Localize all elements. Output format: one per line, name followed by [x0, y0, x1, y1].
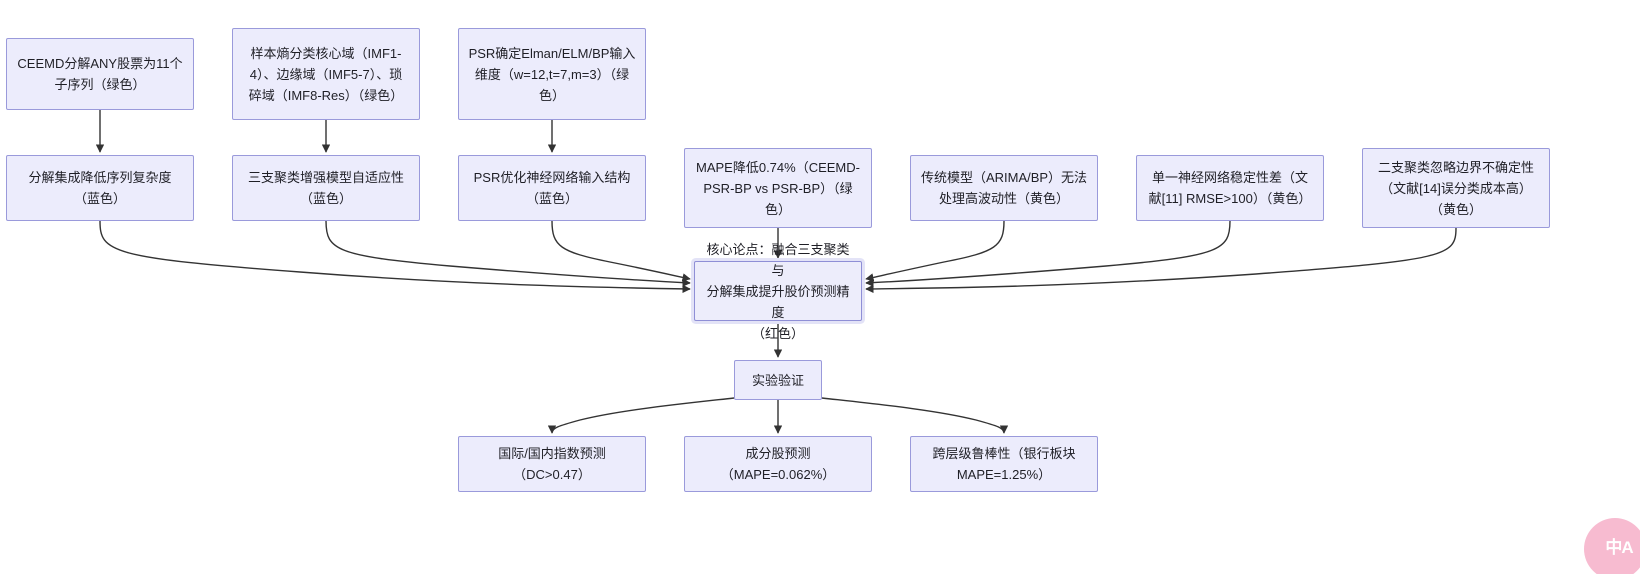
edge-n5-core [325, 220, 691, 287]
node-label: CEEMD分解ANY股票为11个 子序列（绿色） [17, 56, 183, 92]
node-two-way-clustering-limitation[interactable]: 二支聚类忽略边界不确定性 （文献[14]误分类成本高） （黄色） [1362, 148, 1550, 228]
node-label: 核心论点：融合三支聚类与 分解集成提升股价预测精度 （红色） [706, 241, 850, 341]
edge-exp-r3 [821, 397, 1009, 434]
node-label: 样本熵分类核心域（IMF1- 4）、边缘域（IMF5-7）、琐 碎域（IMF8-… [248, 45, 404, 103]
node-label: PSR优化神经网络输入结构 （蓝色） [473, 170, 631, 206]
edge-n6-core [551, 220, 691, 282]
edge-n10-core [865, 227, 1457, 294]
node-label: 二支聚类忽略边界不确定性 （文献[14]误分类成本高） （黄色） [1377, 159, 1534, 217]
node-decomposition-reduces-complexity[interactable]: 分解集成降低序列复杂度 （蓝色） [6, 155, 194, 221]
node-ceemd-decomposition[interactable]: CEEMD分解ANY股票为11个 子序列（绿色） [6, 38, 194, 110]
node-result-index-forecast[interactable]: 国际/国内指数预测 （DC>0.47） [458, 436, 646, 492]
node-single-network-instability[interactable]: 单一神经网络稳定性差（文 献[11] RMSE>100）（黄色） [1136, 155, 1324, 221]
node-core-thesis[interactable]: 核心论点：融合三支聚类与 分解集成提升股价预测精度 （红色） [694, 242, 862, 341]
edge-exp-r1 [547, 397, 735, 434]
node-label: 传统模型（ARIMA/BP）无法 处理高波动性（黄色） [920, 170, 1088, 206]
node-experiment-validation[interactable]: 实验验证 [734, 360, 822, 400]
node-label: MAPE降低0.74%（CEEMD- PSR-BP vs PSR-BP）（绿 色… [696, 159, 860, 217]
edge-n4-core [99, 220, 691, 294]
node-mape-reduction[interactable]: MAPE降低0.74%（CEEMD- PSR-BP vs PSR-BP）（绿 色… [684, 148, 872, 228]
node-label: 跨层级鲁棒性（银行板块 MAPE=1.25%） [932, 446, 1076, 482]
node-result-constituent-stock-forecast[interactable]: 成分股预测 （MAPE=0.062%） [684, 436, 872, 492]
watermark-badge: 中A [1584, 518, 1640, 574]
node-label: PSR确定Elman/ELM/BP输入 维度（w=12,t=7,m=3）（绿 色… [468, 45, 636, 103]
node-psr-input-dimension[interactable]: PSR确定Elman/ELM/BP输入 维度（w=12,t=7,m=3）（绿 色… [458, 28, 646, 120]
node-label: 国际/国内指数预测 （DC>0.47） [498, 446, 606, 482]
node-traditional-model-limitation[interactable]: 传统模型（ARIMA/BP）无法 处理高波动性（黄色） [910, 155, 1098, 221]
edge-n9-core [865, 220, 1231, 287]
node-result-cross-level-robustness[interactable]: 跨层级鲁棒性（银行板块 MAPE=1.25%） [910, 436, 1098, 492]
watermark-text: 中A [1605, 537, 1633, 557]
node-sample-entropy-classification[interactable]: 样本熵分类核心域（IMF1- 4）、边缘域（IMF5-7）、琐 碎域（IMF8-… [232, 28, 420, 120]
node-psr-optimizes-network-input[interactable]: PSR优化神经网络输入结构 （蓝色） [458, 155, 646, 221]
node-label: 单一神经网络稳定性差（文 献[11] RMSE>100）（黄色） [1148, 170, 1312, 206]
node-label: 实验验证 [751, 372, 804, 388]
node-label: 分解集成降低序列复杂度 （蓝色） [28, 170, 172, 206]
node-label: 三支聚类增强模型自适应性 （蓝色） [247, 170, 404, 206]
node-three-way-clustering-adaptivity[interactable]: 三支聚类增强模型自适应性 （蓝色） [232, 155, 420, 221]
edge-n8-core [865, 220, 1005, 282]
node-label: 成分股预测 （MAPE=0.062%） [720, 446, 836, 482]
